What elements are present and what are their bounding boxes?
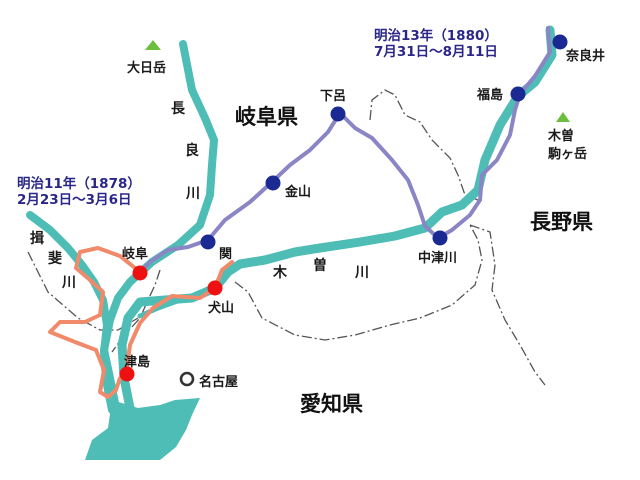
border-gifu-north-east <box>369 89 479 201</box>
pref-gifu-label: 岐阜県 <box>235 105 298 129</box>
nagara-label-3: 川 <box>185 186 200 202</box>
tsushima-label: 津島 <box>124 354 150 370</box>
trip-1880-line1: 明治13年（1880） <box>374 27 498 44</box>
place-labels: 岐阜 犬山 津島 名古屋 関 金山 下呂 中津川 福島 奈良井 <box>122 48 605 390</box>
gifu-label: 岐阜 <box>122 246 148 262</box>
seki-label: 関 <box>219 247 232 262</box>
kaneyama-label: 金山 <box>284 184 311 200</box>
komagatake-label-line2: 駒ヶ岳 <box>547 146 587 162</box>
ibi-river <box>26 211 116 414</box>
stop-seki <box>200 234 216 250</box>
ise-bay <box>85 398 200 460</box>
inuyama-label: 犬山 <box>208 300 234 316</box>
stop-kaneyama <box>265 175 281 191</box>
gero-label: 下呂 <box>320 89 346 104</box>
nakatsugawa-label: 中津川 <box>418 250 457 266</box>
ibi-label-2: 斐 <box>48 250 62 267</box>
stop-inuyama <box>207 280 223 296</box>
kiso-label-3: 川 <box>354 265 369 281</box>
route-1878-line <box>48 246 234 399</box>
komagatake-mountain-icon <box>556 112 570 122</box>
nagara-label-2: 良 <box>185 142 199 159</box>
river-labels: 長 良 川 木 曽 川 揖 斐 川 <box>30 101 369 291</box>
mountain-labels: 大日岳 木曽 駒ヶ岳 <box>127 60 587 162</box>
trip-1878-line1: 明治11年（1878） <box>17 175 141 192</box>
stops-1880 <box>200 34 568 250</box>
fukushima-label: 福島 <box>476 87 503 103</box>
ibi-label-1: 揖 <box>30 230 44 247</box>
route-captions: 明治11年（1878） 2月23日〜3月6日 明治13年（1880） 7月31日… <box>17 27 498 208</box>
komagatake-label-line1: 木曽 <box>547 128 574 144</box>
narai-label: 奈良井 <box>565 48 605 64</box>
nagoya-marker <box>179 371 195 387</box>
ibi-label-3: 川 <box>61 275 76 291</box>
trip-1878-line2: 2月23日〜3月6日 <box>17 192 131 208</box>
border-ibi-west <box>27 251 139 331</box>
pref-nagano-label: 長野県 <box>530 210 593 234</box>
pref-aichi-label: 愛知県 <box>300 392 363 416</box>
stop-gifu <box>132 265 148 281</box>
dainichi-mountain-icon <box>145 40 161 50</box>
nagoya-label: 名古屋 <box>199 374 238 390</box>
dainichi-label: 大日岳 <box>127 60 166 76</box>
trip-1880-line2: 7月31日〜8月11日 <box>374 44 498 60</box>
stop-fukushima <box>510 86 526 102</box>
border-gifu-aichi <box>234 224 483 341</box>
kiso-river <box>117 25 557 413</box>
route-1880-line <box>138 26 552 274</box>
kiso-label-2: 曽 <box>313 257 327 274</box>
stop-gero <box>330 106 346 122</box>
stops-1878 <box>119 265 223 382</box>
stop-tsushima <box>119 366 135 382</box>
kiso-label-1: 木 <box>272 264 288 281</box>
rivers <box>26 25 557 414</box>
stop-nakatsugawa <box>432 230 448 246</box>
nagara-label-1: 長 <box>171 101 186 117</box>
border-nagano-aichi <box>469 224 546 386</box>
stop-narai <box>552 34 568 50</box>
